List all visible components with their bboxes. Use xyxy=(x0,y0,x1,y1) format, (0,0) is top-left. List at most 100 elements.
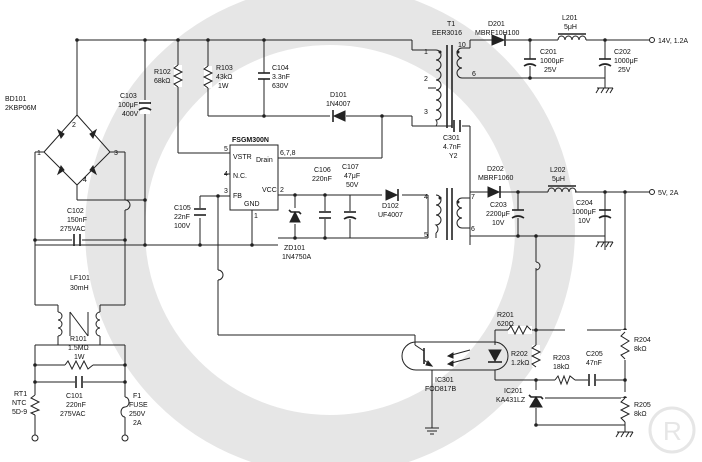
c103-label: C103 xyxy=(120,93,137,100)
ic301-label: IC301 xyxy=(435,377,454,384)
c204-label: C204 xyxy=(576,200,593,207)
t1-pin: 2 xyxy=(424,76,428,83)
r202-label: R202 xyxy=(511,351,528,358)
watermark xyxy=(85,0,696,462)
t1-label: T1 xyxy=(447,21,455,28)
r101-label: R101 xyxy=(70,336,87,343)
resistor-r102: R102 68kΩ xyxy=(154,64,184,88)
capacitor-c301: C301 4.7nF Y2 xyxy=(443,120,461,160)
l201-value: 5μH xyxy=(564,24,577,31)
c107-value: 47μF xyxy=(344,173,360,180)
r204-value: 8kΩ xyxy=(634,346,647,353)
capacitor-c201: C201 1000μF 25V xyxy=(523,49,564,74)
resistor-r205: R205 8kΩ xyxy=(619,397,651,423)
r204-label: R204 xyxy=(634,337,651,344)
lf101-value: 30mH xyxy=(70,285,89,292)
resistor-r201: R201 620Ω xyxy=(497,312,532,336)
transformer-t1: T1 EER3016 1 2 3 4 5 6 10 7 6 xyxy=(424,21,476,240)
capacitor-c107: C107 47μF 50V xyxy=(342,164,360,220)
thermistor-rt1: RT1 NTC 5D-9 xyxy=(12,391,41,416)
c205-value: 47nF xyxy=(586,360,602,367)
l202-value: 5μH xyxy=(552,176,565,183)
bd101-pin: 1 xyxy=(37,150,41,157)
ground-icon xyxy=(595,241,614,248)
ic-pin: 2 xyxy=(280,187,284,194)
t1-pin: 4 xyxy=(424,194,428,201)
t1-value: EER3016 xyxy=(432,30,462,37)
r102-label: R102 xyxy=(154,69,171,76)
ic-pin-gnd: GND xyxy=(244,201,260,208)
capacitor-c203: C203 2200μF 10V xyxy=(486,202,525,227)
zd101-value: 1N4750A xyxy=(282,254,312,261)
d102-value: UF4007 xyxy=(378,212,403,219)
c202-value: 1000μF xyxy=(614,58,638,65)
r205-value: 8kΩ xyxy=(634,411,647,418)
shunt-regulator-ic201: IC201 KA431LZ xyxy=(496,388,544,408)
ground-symbols xyxy=(425,87,634,438)
zd101-label: ZD101 xyxy=(284,245,305,252)
lf101-label: LF101 xyxy=(70,275,90,282)
c103-value: 100μF xyxy=(118,102,138,109)
t1-pin: 5 xyxy=(424,232,428,239)
diode-d202: D202 MBRF1060 xyxy=(478,166,514,198)
output-14v: 14V, 1.2A xyxy=(649,37,688,45)
r101-value: 1.5MΩ xyxy=(68,345,89,352)
capacitor-c105: C105 22nF 100V xyxy=(174,205,206,230)
d201-value: MBRF10H100 xyxy=(475,30,519,37)
resistor-r103: R103 43kΩ 1W xyxy=(202,65,233,90)
d102-label: D102 xyxy=(382,203,399,210)
c101-label: C101 xyxy=(66,393,83,400)
diode-d201: D201 MBRF10H100 xyxy=(475,21,519,46)
c205-label: C205 xyxy=(586,351,603,358)
bd101-value: 2KBP06M xyxy=(5,105,37,112)
t1-pin: 3 xyxy=(424,109,428,116)
resistor-r202: R202 1.2kΩ xyxy=(511,344,542,368)
c204-voltage: 10V xyxy=(578,218,591,225)
capacitor-c204: C204 1000μF 10V xyxy=(572,200,612,225)
optocoupler-ic301: IC301 FOD817B xyxy=(401,341,509,393)
c101-voltage: 275VAC xyxy=(60,411,86,418)
ic-pin: 1 xyxy=(254,213,258,220)
r101-power: 1W xyxy=(74,354,85,361)
bd101-label: BD101 xyxy=(5,96,27,103)
c103-voltage: 400V xyxy=(122,111,139,118)
ac-input-terminals xyxy=(31,434,129,442)
ic-pin: 5 xyxy=(224,146,228,153)
c105-voltage: 100V xyxy=(174,223,191,230)
capacitor-c101: C101 220nF 275VAC xyxy=(60,376,86,418)
r103-value: 43kΩ xyxy=(216,74,233,81)
capacitor-c103: C103 100μF 400V xyxy=(118,93,152,118)
c201-voltage: 25V xyxy=(544,67,557,74)
l201-label: L201 xyxy=(562,15,578,22)
d201-label: D201 xyxy=(488,21,505,28)
c203-voltage: 10V xyxy=(492,220,505,227)
f1-type: FUSE xyxy=(129,402,148,409)
svg-text:R: R xyxy=(663,416,682,446)
r202-value: 1.2kΩ xyxy=(511,360,529,367)
r103-label: R103 xyxy=(216,65,233,72)
r201-value: 620Ω xyxy=(497,321,514,328)
bridge-rectifier-bd101: BD101 2KBP06M 2 1 3 4 xyxy=(5,96,118,186)
diode-d102: D102 UF4007 xyxy=(378,189,403,219)
r205-label: R205 xyxy=(634,402,651,409)
f1-voltage: 250V xyxy=(129,411,146,418)
output-14v-label: 14V, 1.2A xyxy=(658,38,688,45)
f1-current: 2A xyxy=(133,420,142,427)
capacitor-c202: C202 1000μF 25V xyxy=(598,49,638,74)
c201-value: 1000μF xyxy=(540,58,564,65)
d101-value: 1N4007 xyxy=(326,101,351,108)
d202-label: D202 xyxy=(487,166,504,173)
output-5v-label: 5V, 2A xyxy=(658,190,679,197)
ground-icon xyxy=(595,87,614,94)
r102-value: 68kΩ xyxy=(154,78,171,85)
c106-label: C106 xyxy=(314,167,331,174)
choke-lf101: LF101 30mH xyxy=(57,275,101,337)
inductor-l202: L202 5μH xyxy=(547,167,577,193)
rt1-label: RT1 xyxy=(14,391,27,398)
ic-pin-vstr: VSTR xyxy=(233,154,252,161)
capacitor-c106: C106 220nF xyxy=(312,167,332,219)
t1-pin: 6 xyxy=(472,71,476,78)
rt1-value: 5D-9 xyxy=(12,409,27,416)
c107-voltage: 50V xyxy=(346,182,359,189)
registered-mark-icon: R xyxy=(663,416,682,446)
